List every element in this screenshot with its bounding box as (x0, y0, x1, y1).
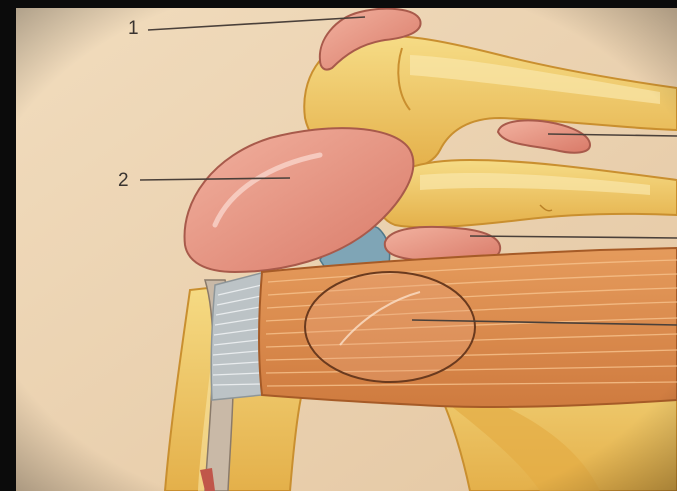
frame-top (0, 0, 677, 8)
frame-left (0, 0, 16, 491)
vignette (16, 8, 677, 491)
